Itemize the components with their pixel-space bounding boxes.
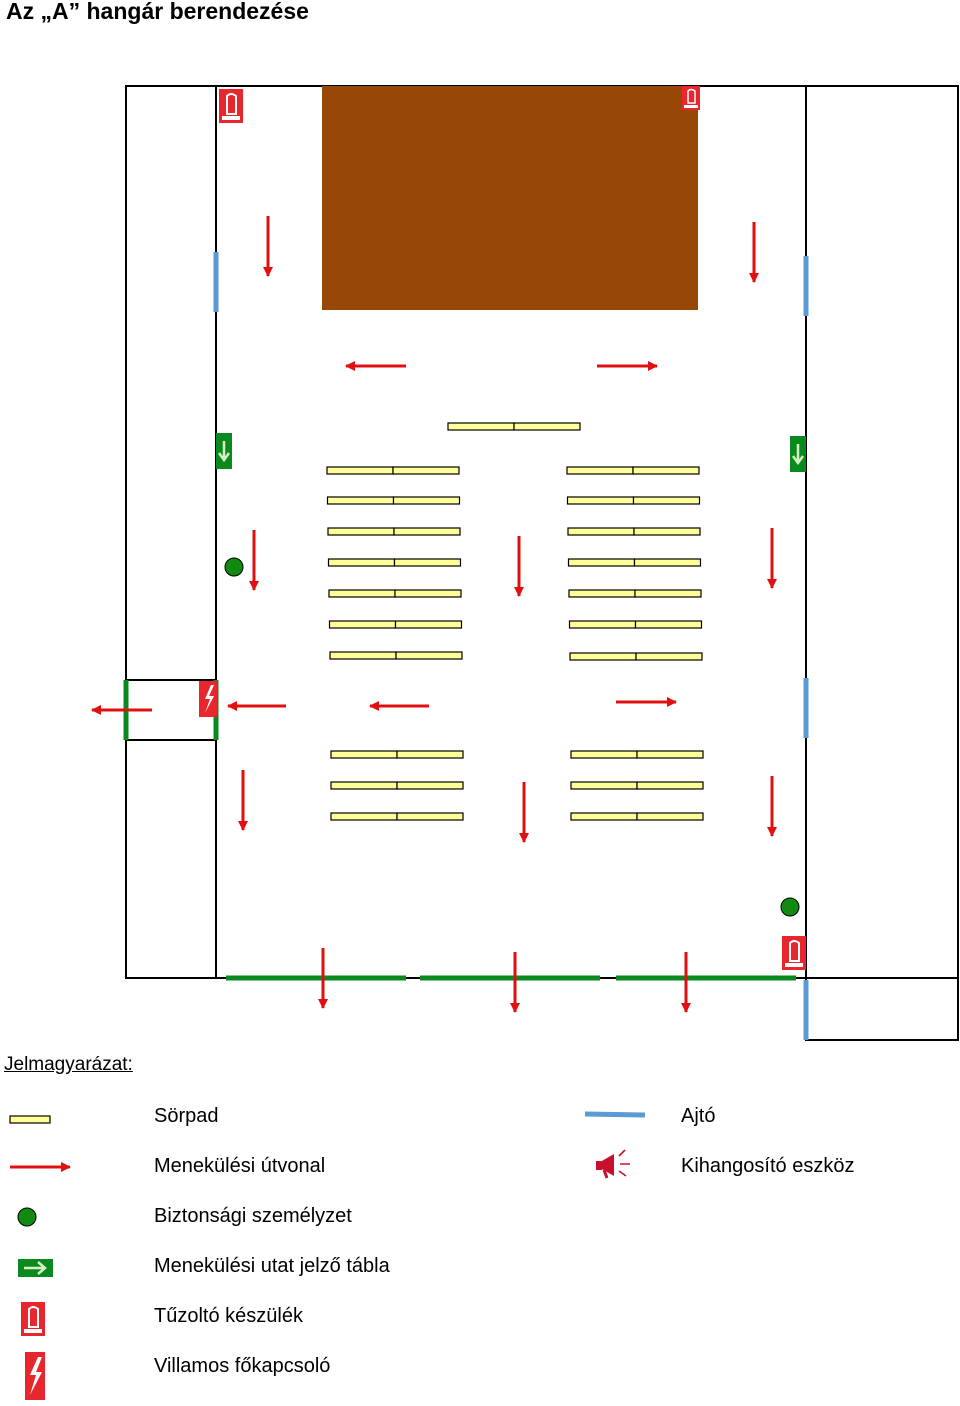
bench xyxy=(327,558,396,567)
bench xyxy=(636,812,704,821)
emergency-exits xyxy=(123,680,796,981)
legend-label-security-staff: Biztonsági személyzet xyxy=(154,1205,352,1227)
bench xyxy=(634,620,703,629)
benches xyxy=(326,422,704,821)
green-dot-icon xyxy=(17,1207,37,1227)
doors xyxy=(213,252,809,1040)
megaphone-icon xyxy=(596,1149,630,1179)
bench xyxy=(634,589,702,598)
legend-symbols xyxy=(9,1111,646,1400)
green-exit-sign-icon xyxy=(214,431,234,471)
bench xyxy=(395,651,463,660)
bench xyxy=(394,620,463,629)
bench xyxy=(568,620,637,629)
bench xyxy=(396,812,464,821)
legend-label-escape-route: Menekülési útvonal xyxy=(154,1155,326,1177)
page-title: Az „A” hangár berendezése xyxy=(6,0,309,24)
legend-label-door: Ajtó xyxy=(681,1105,716,1127)
lightning-switch-icon xyxy=(25,1352,45,1400)
bench xyxy=(396,781,464,790)
bench xyxy=(513,422,581,431)
bench xyxy=(570,812,638,821)
bench xyxy=(330,812,398,821)
legend-label-main-switch: Villamos főkapcsoló xyxy=(154,1355,331,1377)
bench xyxy=(636,781,704,790)
bench xyxy=(328,589,396,598)
bench xyxy=(396,750,464,759)
legend-label-bench: Sörpad xyxy=(154,1105,219,1127)
bench xyxy=(392,496,461,505)
green-dot-icon xyxy=(224,557,244,577)
bench xyxy=(393,527,461,536)
bench xyxy=(566,466,634,475)
legend-heading: Jelmagyarázat: xyxy=(4,1054,133,1075)
bench xyxy=(567,558,636,567)
bench xyxy=(392,466,460,475)
bench xyxy=(568,589,636,598)
bench xyxy=(330,750,398,759)
bench xyxy=(326,466,394,475)
legend-label-loudspeaker: Kihangosító eszköz xyxy=(681,1155,855,1177)
bench xyxy=(569,652,637,661)
fire-extinguisher-icon xyxy=(781,935,807,971)
bench xyxy=(570,781,638,790)
lightning-switch-icon xyxy=(199,681,217,717)
bench xyxy=(633,558,702,567)
bench xyxy=(330,781,398,790)
fire-extinguisher-icon xyxy=(218,88,244,124)
bench xyxy=(570,750,638,759)
bench xyxy=(632,466,700,475)
bench xyxy=(447,422,515,431)
bench xyxy=(393,558,462,567)
fire-extinguisher-icon xyxy=(20,1301,46,1337)
bench xyxy=(328,620,397,629)
bench xyxy=(394,589,462,598)
blue-bar-icon xyxy=(584,1111,646,1118)
fire-extinguisher-icon xyxy=(681,85,701,111)
green-exit-sign-icon xyxy=(788,434,808,474)
bench xyxy=(635,652,703,661)
bench xyxy=(633,527,701,536)
green-exit-sign-icon xyxy=(18,1259,53,1277)
escape-routes xyxy=(91,216,777,1013)
yellow-bench-icon xyxy=(9,1115,51,1124)
green-dot-icon xyxy=(780,897,800,917)
bench xyxy=(636,750,704,759)
legend-label-exit-sign: Menekülési utat jelző tábla xyxy=(154,1255,390,1277)
legend-label-fire-extinguisher: Tűzoltó készülék xyxy=(154,1305,303,1327)
bench xyxy=(632,496,701,505)
stage-area xyxy=(322,86,698,310)
bench xyxy=(326,496,395,505)
bench xyxy=(329,651,397,660)
bench xyxy=(327,527,395,536)
bench xyxy=(566,496,635,505)
bench xyxy=(567,527,635,536)
